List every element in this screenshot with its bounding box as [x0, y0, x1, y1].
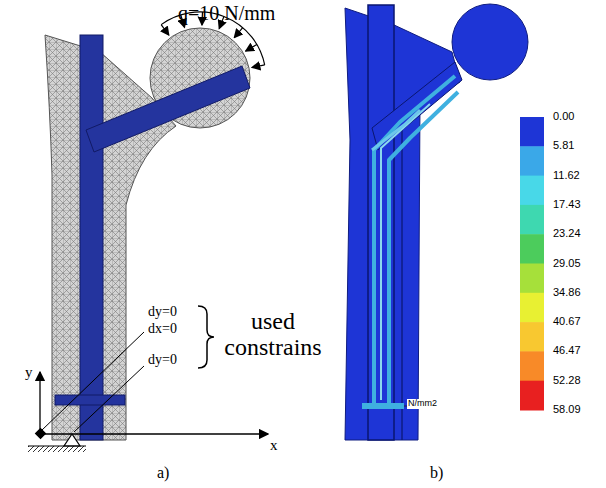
- stress-paths: [362, 76, 458, 408]
- scale-band: [520, 176, 544, 206]
- color-scale: [520, 117, 544, 411]
- scale-value: 23.24: [553, 227, 581, 239]
- load-arrow: [161, 25, 169, 36]
- axis-label: y: [25, 364, 33, 381]
- unit-label: N/mm2: [407, 399, 438, 409]
- scale-value: 5.81: [553, 139, 574, 151]
- femur-mesh: [45, 28, 250, 440]
- implant: [55, 35, 250, 440]
- scale-band: [520, 234, 544, 264]
- axes: [40, 372, 268, 434]
- scale-band: [520, 381, 544, 411]
- scale-value: 34.86: [553, 286, 581, 298]
- scale-band: [520, 293, 544, 323]
- scale-band: [520, 322, 544, 352]
- load-arrow: [234, 28, 242, 38]
- axis-label: x: [270, 437, 278, 454]
- scale-value: 58.09: [553, 403, 581, 415]
- scale-value: 40.67: [553, 315, 581, 327]
- scale-band: [520, 205, 544, 235]
- constraint-note: used constrains: [214, 308, 332, 361]
- panel-label: b): [430, 464, 443, 482]
- leader-lines: [42, 332, 144, 432]
- scale-band: [520, 351, 544, 381]
- constraint-label: dx=0: [148, 321, 177, 336]
- scale-value: 46.47: [553, 344, 581, 356]
- scale-band: [520, 117, 544, 147]
- femur-result: [345, 4, 528, 440]
- supports: [28, 429, 86, 452]
- constraint-label: dy=0: [148, 352, 177, 367]
- scale-value: 52.28: [553, 374, 581, 386]
- load-arrow: [246, 44, 257, 51]
- brace: [198, 306, 214, 368]
- scale-value: 29.05: [553, 257, 581, 269]
- panel-label: a): [157, 464, 169, 482]
- load-label: q=10 N/mm: [178, 2, 275, 24]
- scale-value: 0.00: [553, 110, 574, 122]
- scale-value: 11.62: [553, 169, 580, 181]
- scale-band: [520, 264, 544, 294]
- scale-value: 17.43: [553, 198, 581, 210]
- load-arrow: [252, 65, 265, 68]
- constraint-label: dy=0: [148, 304, 177, 319]
- scale-band: [520, 146, 544, 176]
